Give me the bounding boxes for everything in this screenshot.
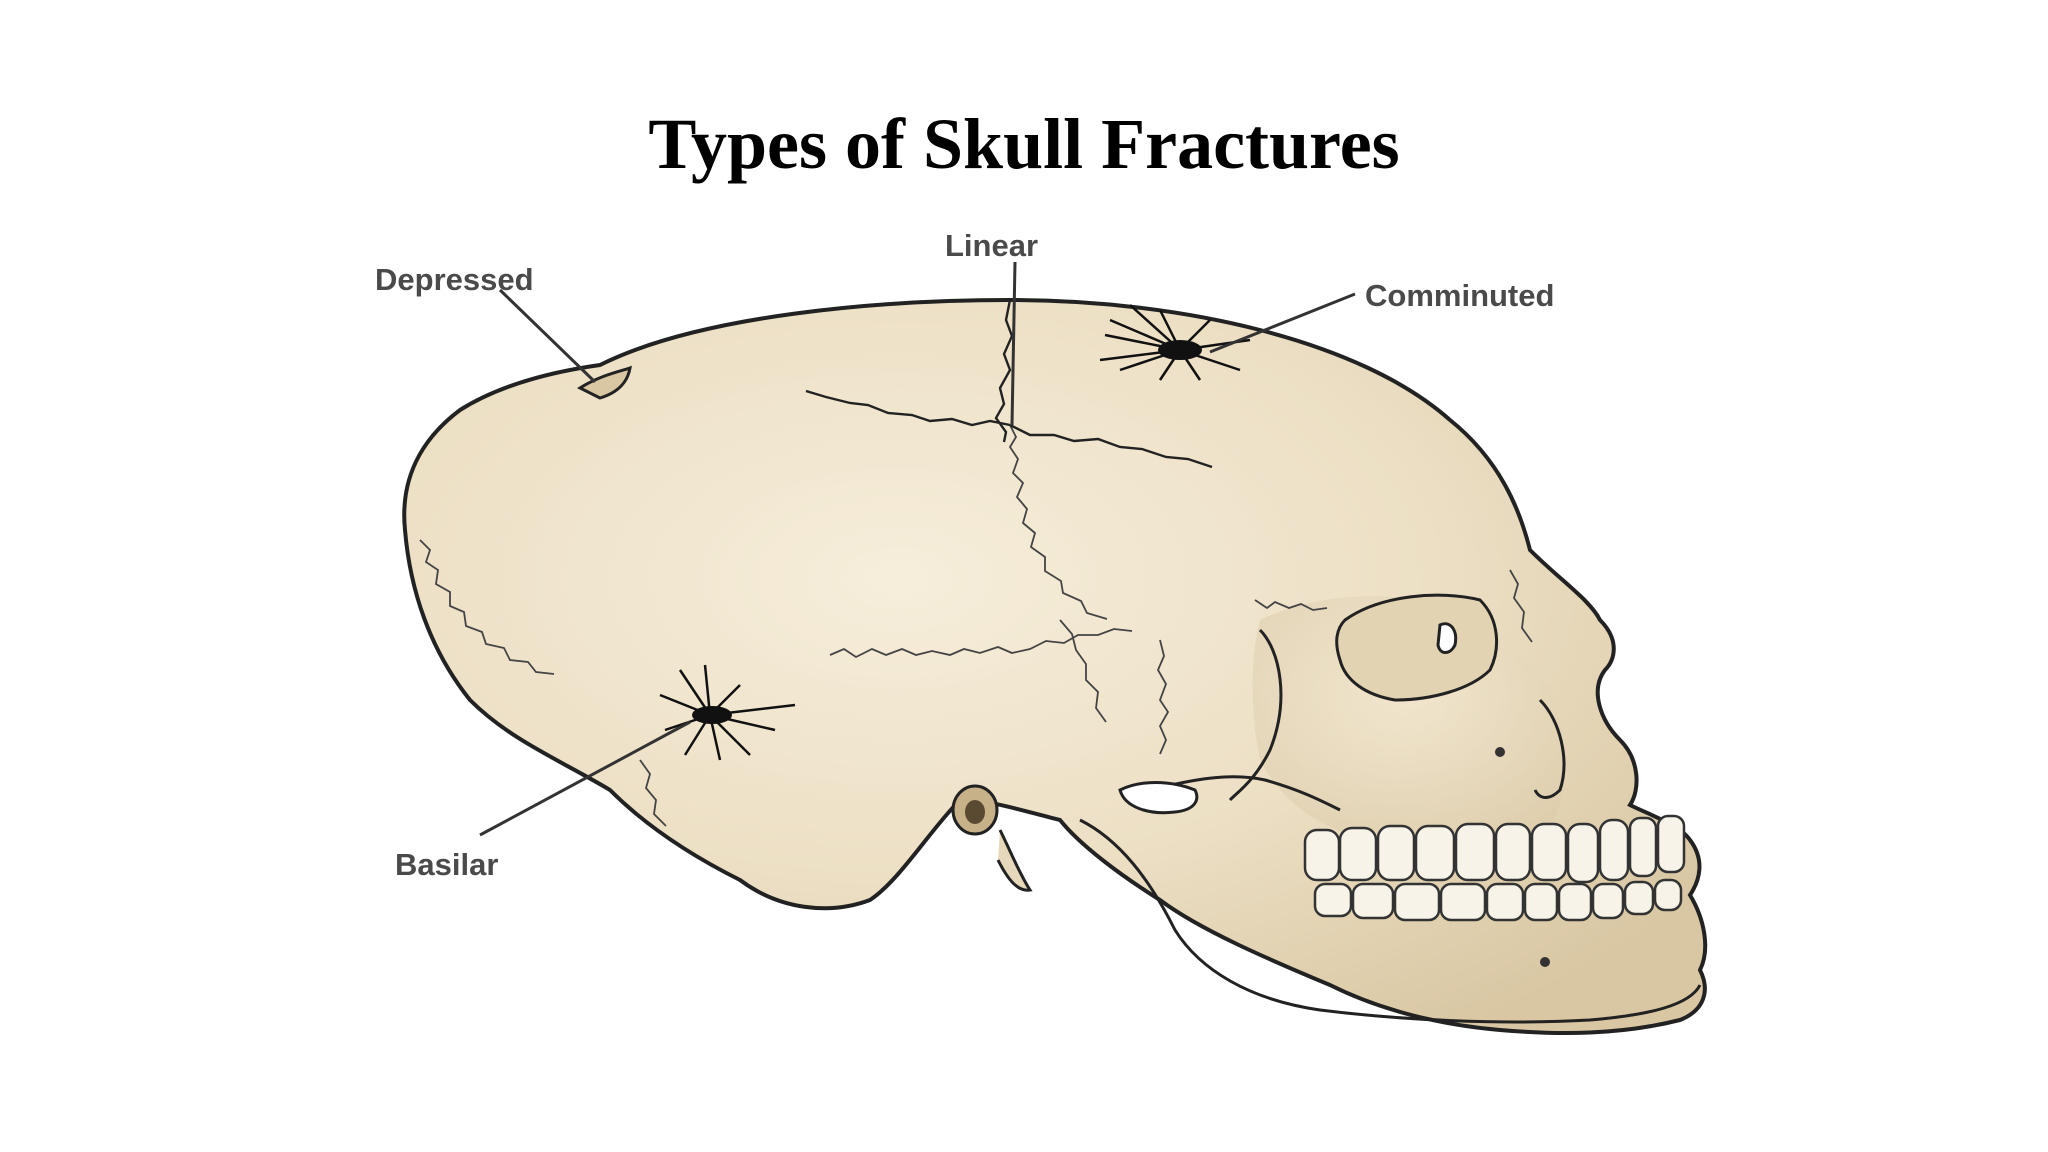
frontozygomatic-suture [1254, 599, 1328, 611]
mandible-notch [1118, 781, 1199, 815]
eye-orbit [1335, 593, 1499, 702]
leader-comminuted [1209, 292, 1356, 354]
upper-tooth [1414, 824, 1456, 882]
sutures [419, 424, 1533, 827]
linear-fracture-branch-right [1009, 423, 1213, 469]
upper-tooth [1566, 822, 1600, 884]
coronal-suture [1008, 424, 1108, 620]
upper-tooth [1628, 816, 1658, 878]
lower-tooth [1313, 882, 1353, 918]
nasal-region [1533, 698, 1566, 799]
linear-fracture [805, 299, 1213, 469]
label-basilar: Basilar [395, 847, 498, 882]
temporal-suture [1059, 619, 1107, 723]
leader-lines [479, 261, 1356, 837]
upper-tooth [1530, 822, 1568, 882]
label-depressed: Depressed [375, 262, 534, 297]
upper-tooth [1494, 822, 1532, 882]
upper-tooth [1303, 828, 1341, 882]
sphenoid-suture [1156, 639, 1170, 755]
depressed-notch [576, 365, 632, 400]
upper-tooth [1598, 818, 1630, 882]
mandible [1079, 818, 1702, 1024]
lower-tooth [1523, 882, 1559, 922]
comminuted-center [1158, 340, 1202, 360]
upper-tooth [1338, 826, 1378, 882]
label-comminuted: Comminuted [1365, 278, 1554, 313]
upper-tooth [1656, 814, 1686, 874]
lambdoid-suture [419, 539, 555, 675]
occipital-suture [639, 759, 667, 827]
lower-tooth [1485, 882, 1525, 922]
lower-tooth [1439, 882, 1487, 922]
lower-tooth [1393, 882, 1441, 922]
linear-fracture-line [994, 299, 1014, 443]
mental-foramen [1540, 957, 1550, 967]
infraorbital-foramen [1495, 747, 1505, 757]
mastoid-process [996, 829, 1033, 892]
zygomatic-arch [1149, 775, 1341, 812]
ear-canal-hole [965, 800, 985, 824]
nasal-suture [1509, 569, 1533, 643]
lower-tooth [1557, 882, 1593, 922]
basilar-center [692, 706, 732, 724]
leader-depressed [498, 288, 597, 384]
lower-tooth [1591, 882, 1625, 920]
linear-fracture-branch-left [805, 389, 1011, 427]
upper-tooth [1376, 824, 1416, 882]
slide-title: Types of Skull Fractures [648, 104, 1400, 184]
lower-tooth [1623, 880, 1655, 916]
leader-basilar [479, 720, 691, 837]
upper-tooth [1454, 822, 1496, 882]
squamosal-suture [829, 628, 1133, 659]
lower-teeth [1313, 878, 1683, 922]
label-linear: Linear [945, 228, 1038, 263]
upper-teeth [1303, 814, 1686, 884]
leader-linear [1010, 261, 1017, 426]
zygoma-block [1228, 628, 1283, 802]
lower-tooth [1351, 882, 1395, 920]
orbit-inner [1436, 622, 1458, 654]
lower-tooth [1653, 878, 1683, 912]
